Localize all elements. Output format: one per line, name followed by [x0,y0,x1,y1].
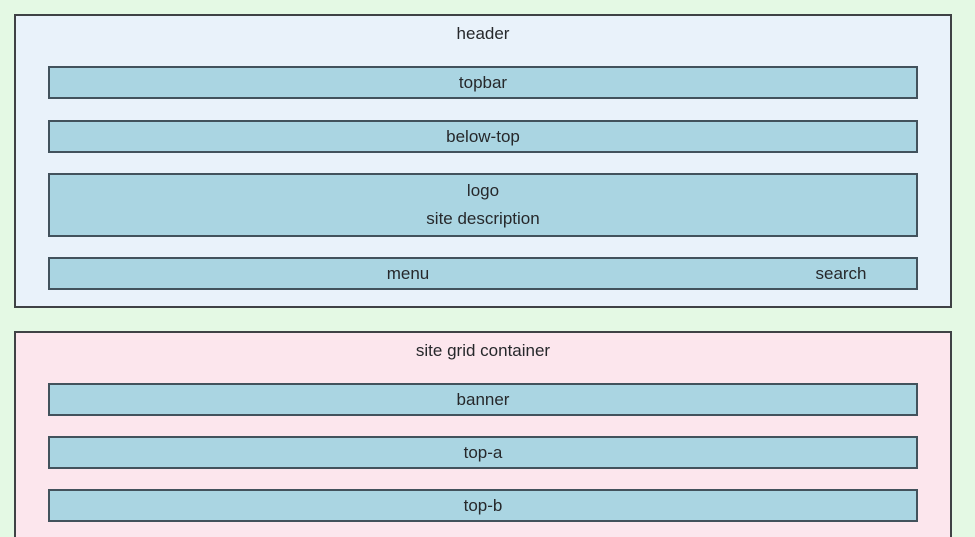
position-banner-label: banner [456,389,510,409]
position-top-b-label: top-b [463,495,503,515]
position-site-description-label: site description [426,209,540,228]
position-top-a: top-a [48,436,918,469]
header-section: header topbar below-top logo site descri… [14,14,952,308]
position-top-b: top-b [48,489,918,522]
position-below-top-label: below-top [446,126,520,146]
header-section-label: header [456,24,510,43]
site-grid-container-label: site grid container [415,341,551,360]
position-topbar-label: topbar [458,72,508,92]
position-menu-search: menu search [48,257,918,290]
position-top-a-label: top-a [463,442,503,462]
site-grid-container-section: site grid container banner top-a top-b [14,331,952,537]
position-search-label: search [815,263,867,283]
position-below-top: below-top [48,120,918,153]
position-banner: banner [48,383,918,416]
position-logo-label: logo [466,181,500,200]
position-logo: logo site description [48,173,918,237]
position-topbar: topbar [48,66,918,99]
position-menu-label: menu [386,263,430,283]
